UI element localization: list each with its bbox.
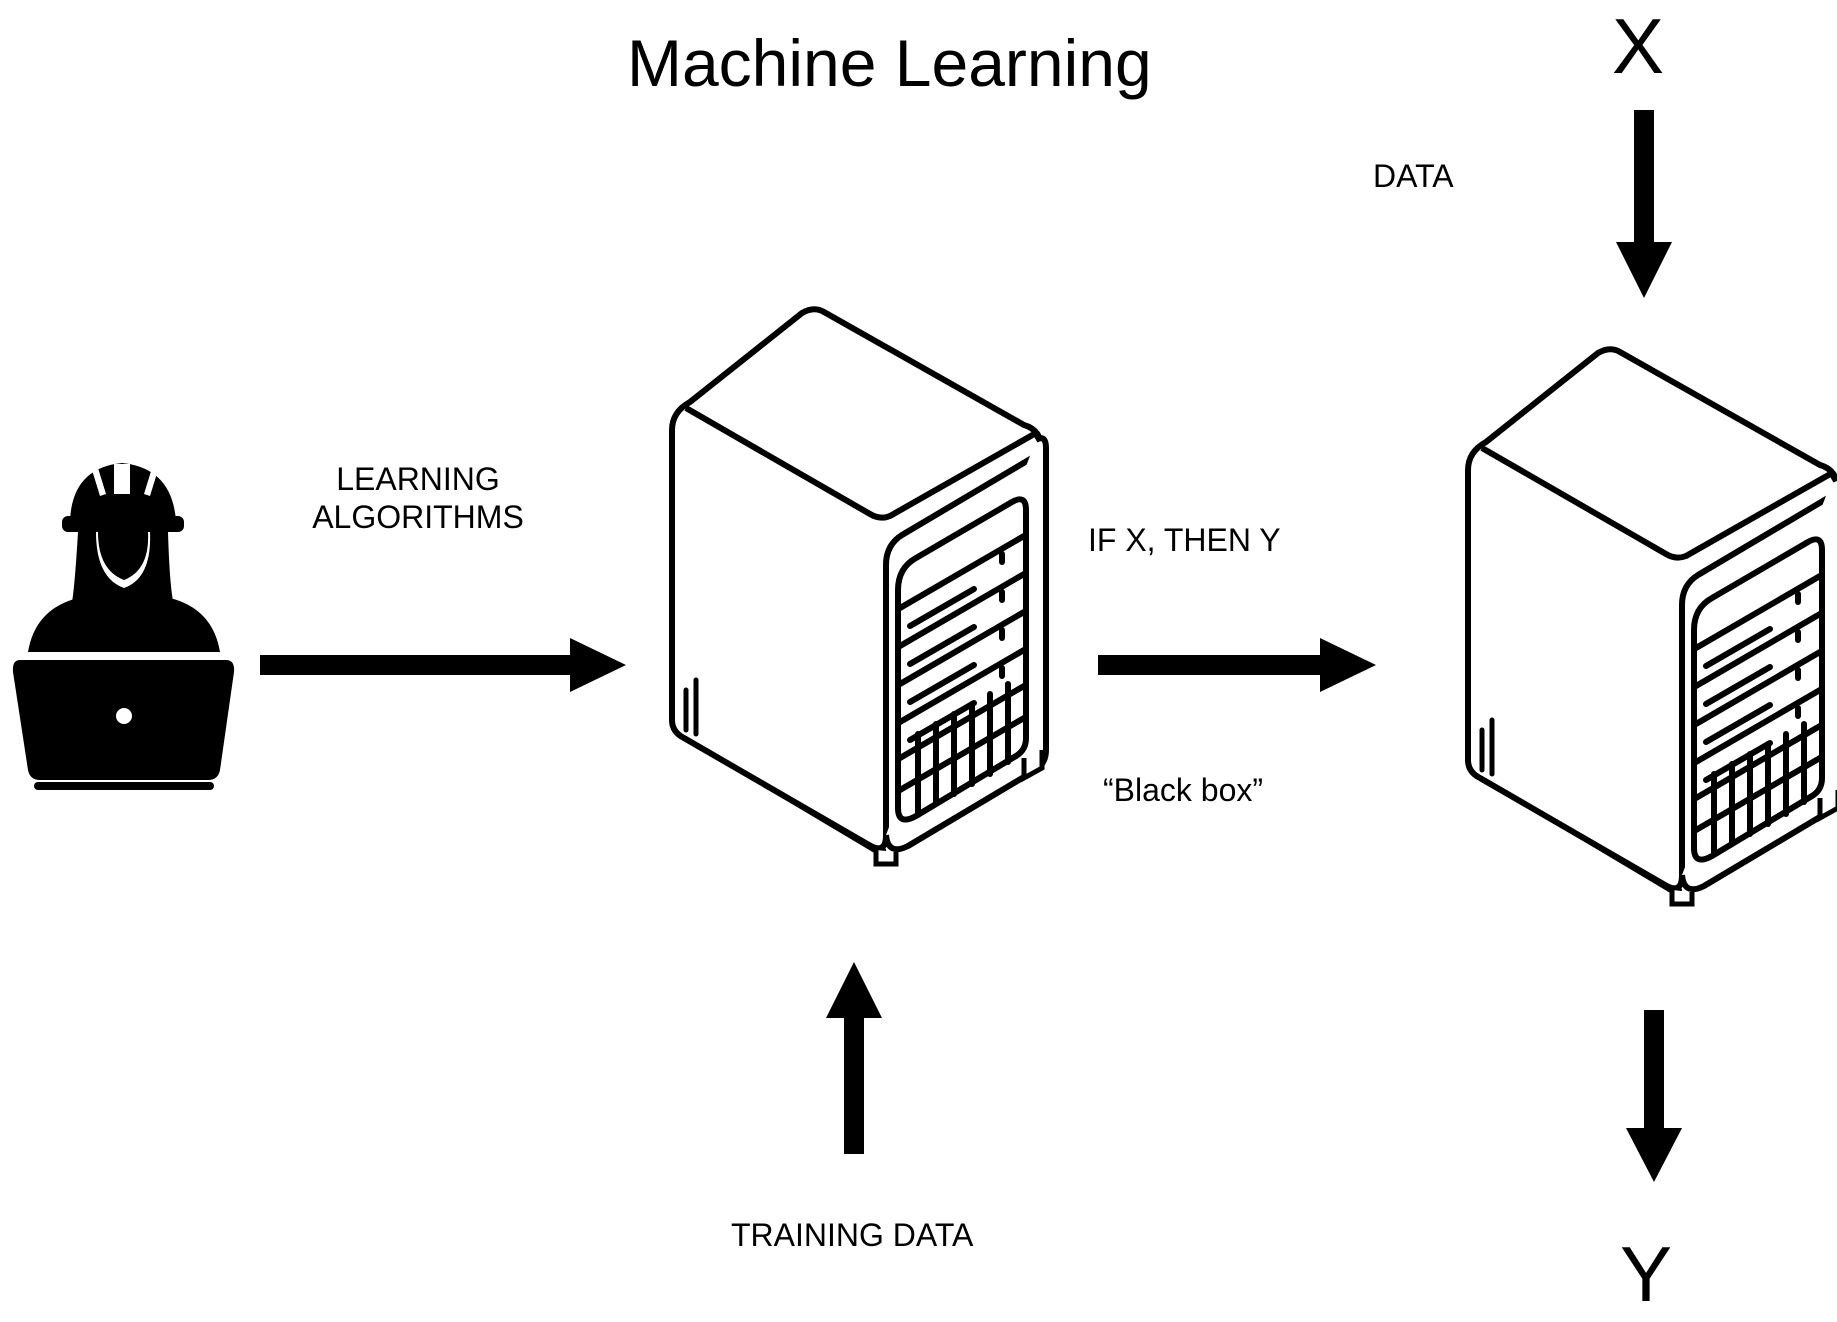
engineer-with-laptop-icon [12, 463, 235, 790]
rule-label: IF X, THEN Y [1088, 522, 1281, 558]
server-rack-icon [1468, 349, 1837, 904]
arrow-learning [260, 638, 626, 692]
arrow-data-input [1616, 110, 1672, 298]
learning-algorithms-label-line-2: ALGORITHMS [312, 499, 524, 536]
server-rack-icon [672, 309, 1046, 864]
arrow-rule [1098, 638, 1376, 692]
arrow-training-data [826, 962, 882, 1154]
learning-algorithms-label: LEARNING ALGORITHMS [306, 460, 530, 537]
learning-algorithms-label-line-1: LEARNING [336, 461, 500, 497]
data-label: DATA [1373, 158, 1454, 194]
black-box-label: “Black box” [1103, 772, 1264, 808]
output-variable-label: Y [1620, 1230, 1673, 1318]
diagram-title: Machine Learning [627, 26, 1152, 100]
input-variable-label: X [1612, 2, 1665, 90]
arrow-output [1626, 1010, 1682, 1182]
training-data-label: TRAINING DATA [731, 1217, 974, 1253]
